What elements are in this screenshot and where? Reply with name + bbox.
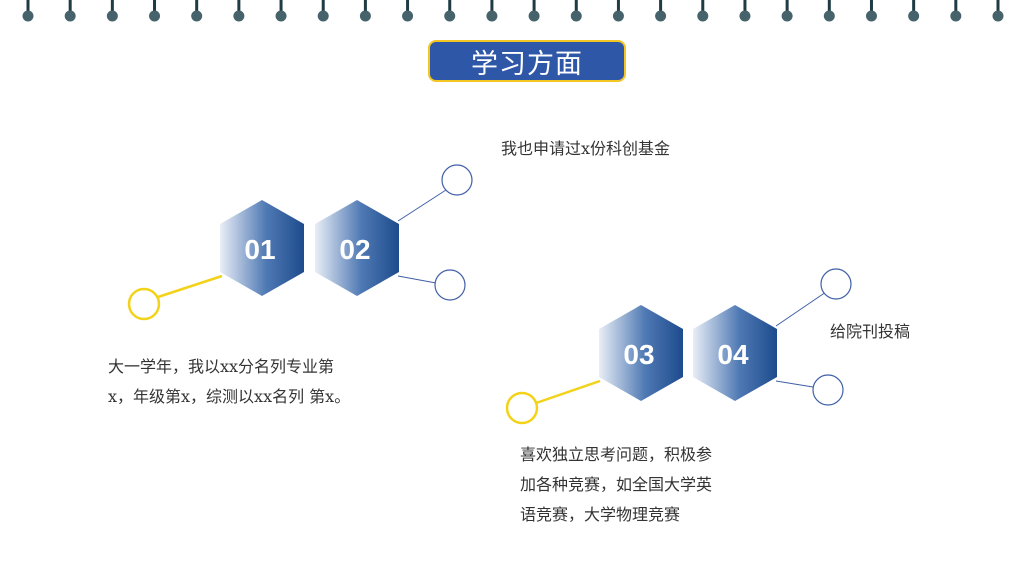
connector-line-02-top [397,189,447,222]
binding-ring [865,0,877,22]
binding-ring [697,0,709,22]
connector-line-04-top [775,291,827,327]
binding-ring [359,0,371,22]
binding-ring [908,0,920,22]
binding-ring [781,0,793,22]
binding-ring [823,0,835,22]
node-circle-04-top [820,268,852,300]
binding-ring [275,0,287,22]
binding-ring [739,0,751,22]
page-title: 学习方面 [428,40,626,82]
binding-ring [64,0,76,22]
item-02-text: 我也申请过x份科创基金 [501,139,671,158]
connector-line-04-bottom [775,380,814,388]
node-circle-04-bottom [812,374,844,406]
hexagon-03: 03 [599,305,683,401]
hexagon-03-label: 03 [623,339,654,370]
binding-ring [22,0,34,22]
item-01-text: 大一学年，我以xx分名列专业第 x，年级第x，综测以xx名列 第x。 [108,357,351,406]
connector-line-03 [535,379,601,405]
hexagon-02: 02 [315,200,399,296]
item-04-text: 给院刊投稿 [830,322,911,341]
binding-ring [402,0,414,22]
binding-ring [950,0,962,22]
hexagon-02-label: 02 [339,234,370,265]
hexagon-01: 01 [220,200,304,296]
hexagon-04: 04 [693,305,777,401]
binding-ring [149,0,161,22]
item-03-text: 喜欢独立思考问题，积极参 加各种竞赛，如全国大学英 语竞赛，大学物理竞赛 [520,445,713,524]
hexagon-04-label: 04 [717,339,749,370]
node-circle-02-top [441,164,473,196]
connector-line-02-bottom [397,275,437,284]
binding-ring [655,0,667,22]
binding-ring [612,0,624,22]
notebook-binding [22,0,1004,22]
node-circle-02-bottom [434,269,466,301]
hexagon-01-label: 01 [244,234,275,265]
binding-ring [317,0,329,22]
binding-ring [992,0,1004,22]
binding-ring [444,0,456,22]
node-circle-01 [127,287,161,321]
binding-ring [233,0,245,22]
binding-ring [486,0,498,22]
node-circle-03 [505,391,539,425]
binding-ring [106,0,118,22]
connector-line-01 [157,274,223,299]
binding-ring [570,0,582,22]
binding-ring [528,0,540,22]
binding-ring [191,0,203,22]
